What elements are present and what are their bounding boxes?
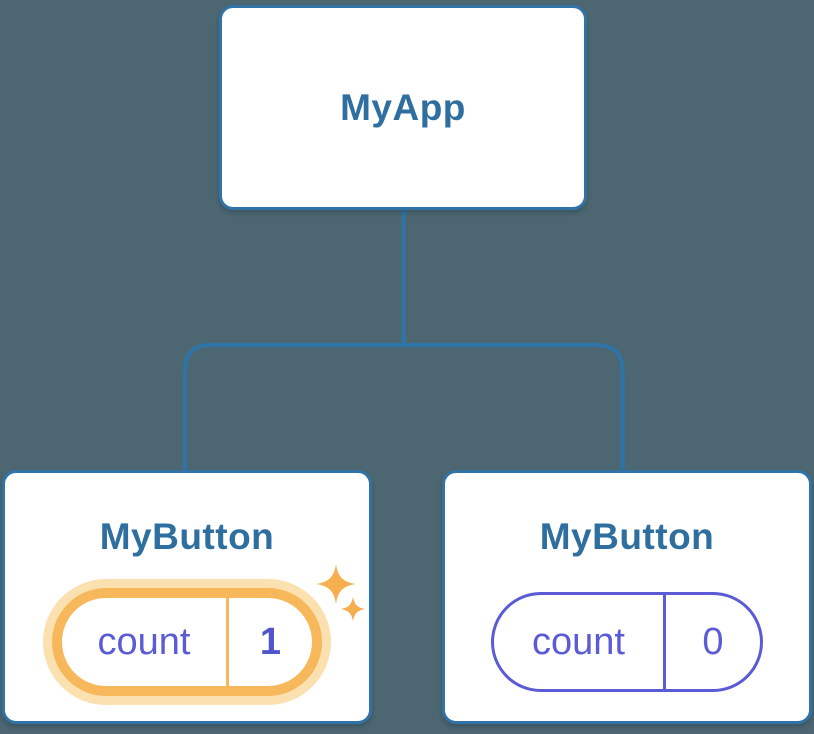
- node-mybutton-updated: MyButton count 1: [2, 470, 372, 724]
- node-mybutton-updated-title: MyButton: [99, 516, 275, 557]
- node-mybutton: MyButton count 0: [442, 470, 812, 724]
- state-key-label: count: [532, 620, 625, 663]
- state-key-label: count: [97, 620, 191, 663]
- branch-bracket-line: [183, 343, 625, 474]
- node-myapp: MyApp: [219, 5, 587, 210]
- state-value: 1: [226, 598, 312, 686]
- state-pill-highlighted: count 1: [52, 588, 322, 696]
- sparkles-icon: [316, 564, 366, 622]
- sparkle-small-icon: [340, 596, 366, 622]
- sparkle-large-icon: [316, 564, 356, 604]
- state-pill: count 0: [491, 592, 763, 692]
- state-value: 0: [663, 595, 760, 689]
- node-mybutton-title: MyButton: [539, 516, 715, 557]
- node-myapp-title: MyApp: [340, 86, 466, 128]
